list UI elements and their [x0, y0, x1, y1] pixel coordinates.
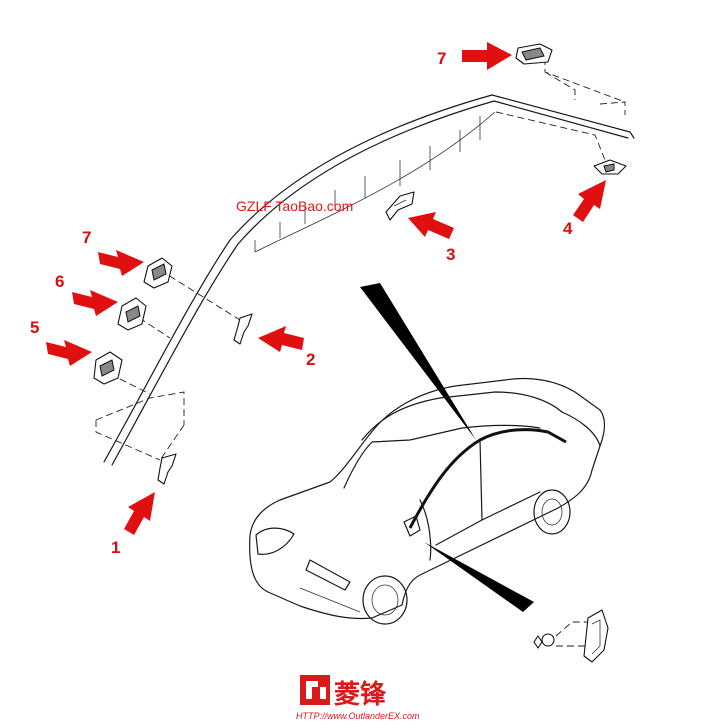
arrow-3: [408, 212, 454, 239]
logo-url: HTTP://www.OutlanderEX.com: [296, 711, 420, 721]
arrow-7-top: [462, 42, 512, 70]
pillar-cover-part: [533, 609, 609, 663]
arrow-7-left: [98, 250, 144, 276]
callout-6: 6: [55, 272, 64, 291]
callout-5: 5: [30, 318, 39, 337]
car-illustration: [249, 377, 606, 625]
callout-7-left: 7: [82, 228, 91, 247]
brand-logo: 菱锋 HTTP://www.OutlanderEX.com: [296, 675, 420, 721]
clip-part-7-left: [143, 257, 173, 289]
clip-part-2: [233, 313, 253, 345]
arrow-4: [573, 180, 606, 222]
leader-lines: [95, 58, 626, 461]
clip-part-6: [117, 297, 147, 331]
callout-7-top: 7: [437, 49, 446, 68]
callout-2: 2: [306, 350, 315, 369]
clip-part-1: [157, 453, 177, 485]
callout-1: 1: [111, 538, 120, 557]
clip-part-7-top: [515, 43, 553, 65]
watermark-text: GZLF TaoBao.com: [236, 198, 353, 214]
arrow-5: [46, 340, 92, 366]
pointer-wedge-pillar: [424, 542, 534, 612]
roof-molding-strip: [103, 94, 635, 466]
pointer-wedge-roof: [360, 283, 476, 440]
arrow-6: [72, 290, 118, 316]
clip-part-4: [593, 159, 627, 175]
callout-4: 4: [563, 219, 573, 238]
callout-3: 3: [446, 245, 455, 264]
clip-part-5: [93, 351, 123, 385]
arrow-2: [258, 326, 304, 352]
clip-part-3: [385, 191, 415, 221]
logo-text: 菱锋: [334, 680, 387, 710]
arrow-1: [124, 492, 155, 535]
